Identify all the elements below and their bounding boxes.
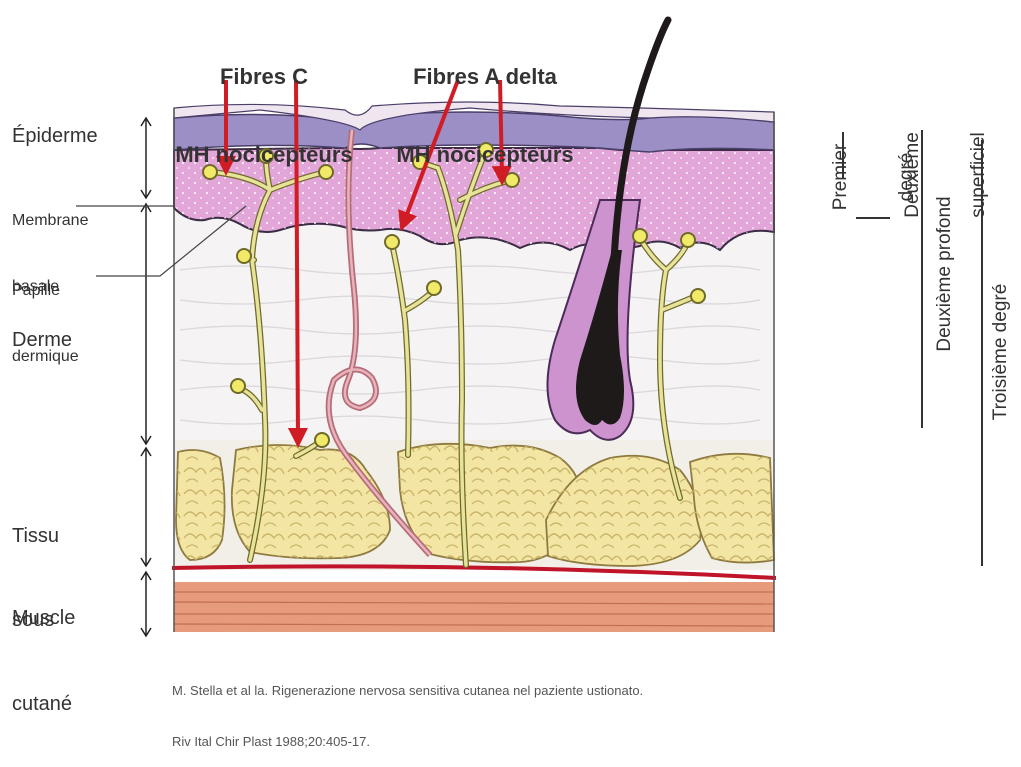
label-deuxieme-sup-line1: Deuxième: [902, 110, 924, 240]
label-tissu-line1: Tissu: [12, 522, 72, 550]
fiber-c-title: Fibres C MH nocicepteurs: [166, 12, 362, 194]
fiber-adelta-line1: Fibres A delta: [386, 64, 584, 90]
skin-diagram: Fibres C MH nocicepteurs Fibres A delta …: [0, 0, 1021, 685]
label-premier-line1: Premier: [830, 122, 852, 232]
label-troisieme-degre: Troisième degré: [990, 252, 1012, 452]
label-epiderme: Épiderme: [12, 124, 98, 149]
label-deuxieme-sup-line2: superficiel: [968, 110, 990, 240]
label-deuxieme-profond: Deuxième profond: [934, 164, 956, 384]
label-muscle: Muscle: [12, 606, 75, 631]
citation-line2: Riv Ital Chir Plast 1988;20:405-17.: [172, 733, 643, 750]
label-derme: Derme: [12, 328, 72, 353]
citation: M. Stella et al la. Rigenerazione nervos…: [172, 648, 643, 767]
fiber-c-line2: MH nocicepteurs: [166, 142, 362, 168]
fiber-adelta-title: Fibres A delta MH nocicepteurs: [386, 12, 584, 194]
fiber-c-line1: Fibres C: [166, 64, 362, 90]
fiber-adelta-line2: MH nocicepteurs: [386, 142, 584, 168]
label-papille-line1: Papille: [12, 280, 79, 302]
label-membrane-line1: Membrane: [12, 210, 88, 232]
label-tissu-line3: cutané: [12, 690, 72, 718]
label-papille-dermique: Papille dermique: [12, 236, 79, 390]
layer-extent-arrows: [141, 118, 151, 636]
